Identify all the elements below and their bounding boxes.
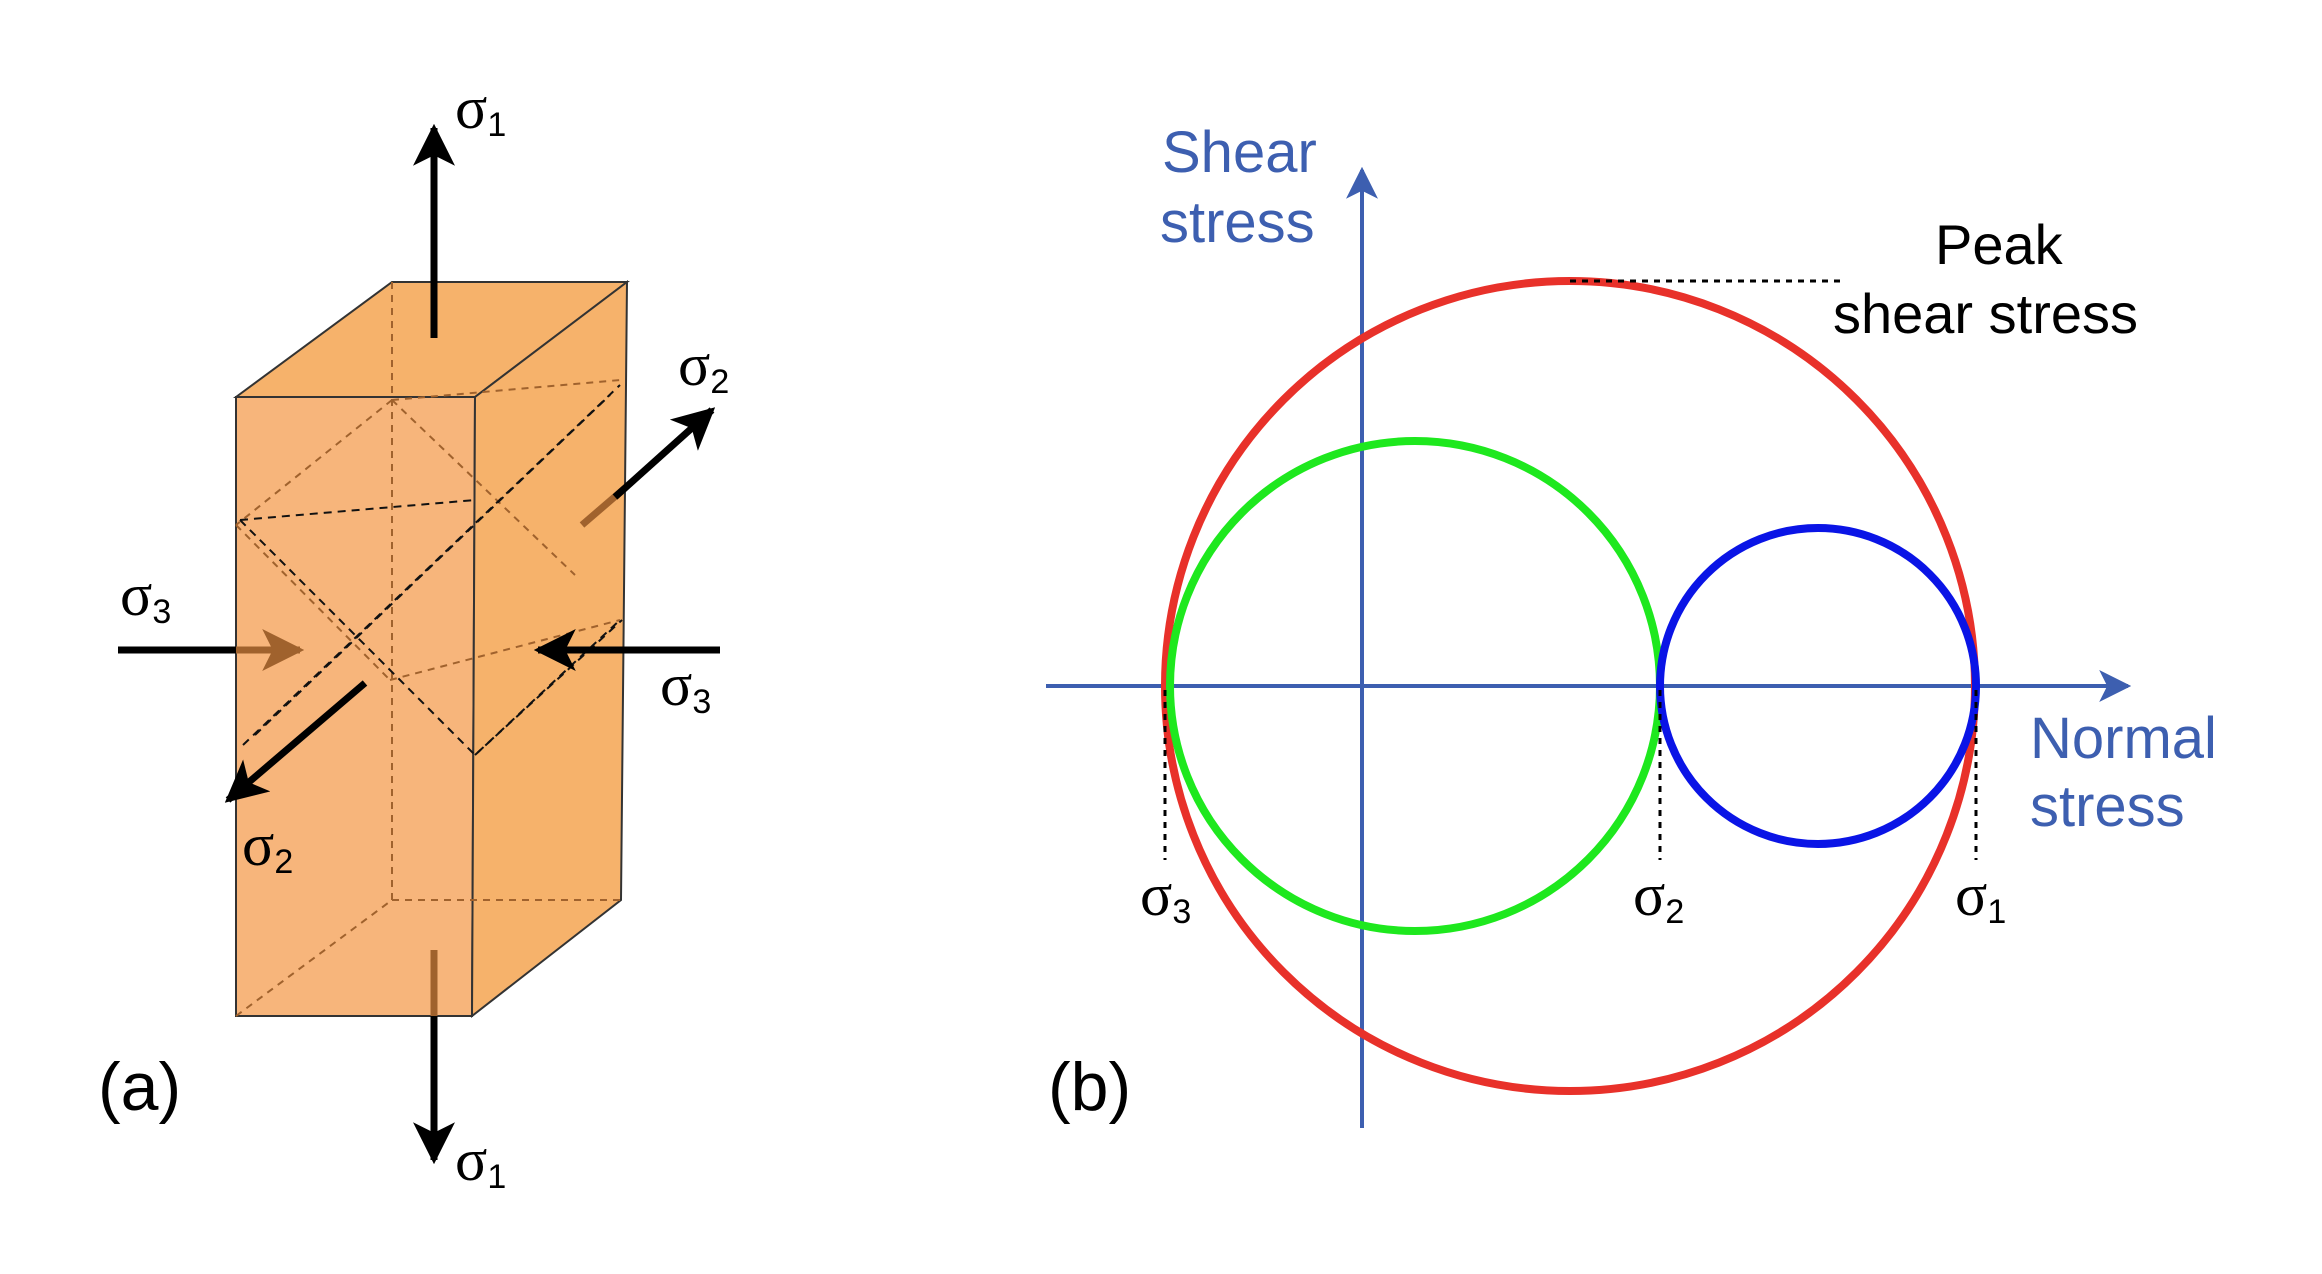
sigma1-top-label: σ1 [455, 75, 506, 144]
panel-a-label: (a) [98, 1049, 181, 1125]
principal-guides [1163, 279, 1978, 860]
shear-stress-label-line2: stress [1160, 190, 1315, 255]
mohr-circle-sigma1-sigma2 [1656, 524, 1980, 848]
sigma2-front-label: σ2 [242, 812, 293, 881]
sigma2-axis-label: σ2 [1633, 862, 1684, 931]
sigma1-bottom-label: σ1 [455, 1127, 506, 1196]
block-front-face [235, 396, 477, 1017]
panel-b: σ3 σ2 σ1 Shear stress Normal stress Peak… [1046, 120, 2217, 1128]
peak-label-line1: Peak [1935, 213, 2064, 276]
sigma2-front-arrow [224, 680, 368, 803]
panel-a: σ1 σ1 σ2 σ2 σ3 σ3 (a) [98, 75, 729, 1196]
panel-b-label: (b) [1048, 1049, 1131, 1125]
normal-stress-label-line1: Normal [2030, 706, 2217, 771]
shear-stress-label-line1: Shear [1162, 120, 1317, 185]
sigma3-left-label: σ3 [120, 562, 171, 631]
peak-label-line2: shear stress [1833, 282, 2138, 345]
sigma2-back-arrow [612, 407, 716, 500]
sigma2-back-label: σ2 [678, 332, 729, 401]
sigma3-right-label: σ3 [660, 652, 711, 721]
sigma1-axis-label: σ1 [1955, 862, 2006, 931]
normal-stress-label-line2: stress [2030, 774, 2185, 839]
sigma3-axis-label: σ3 [1140, 862, 1191, 931]
hidden-edges [235, 282, 621, 1017]
